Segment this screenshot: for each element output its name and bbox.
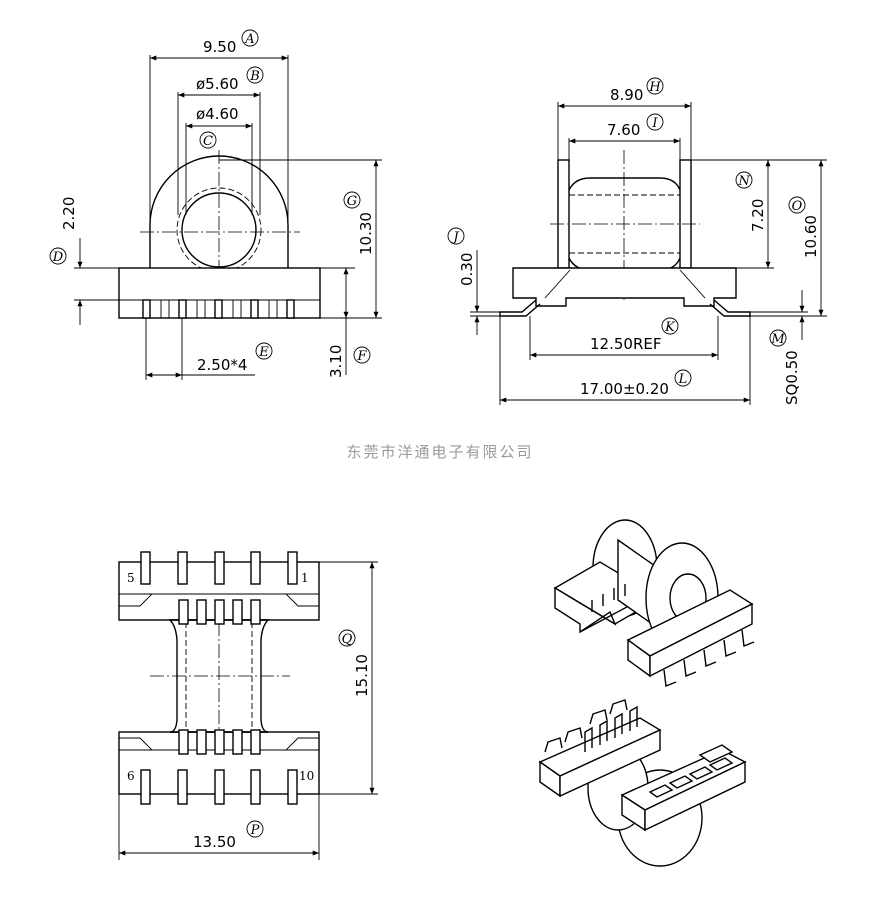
dim-g-value: 10.30 — [357, 212, 375, 255]
dim-l-value: 17.00±0.20 — [580, 380, 669, 398]
pin-label-6: 6 — [127, 769, 135, 783]
bottom-pins — [140, 551, 298, 805]
dim-l-label: L — [678, 372, 688, 387]
front-view: 9.50 A ø5.60 B ø4.60 C 2.20 D 2.50*4 E — [49, 29, 382, 380]
dim-f-value: 3.10 — [327, 345, 345, 378]
dim-q-label: Q — [342, 632, 353, 647]
dim-d-label: D — [52, 250, 64, 265]
dim-m-label: M — [770, 332, 785, 347]
dim-c-label: C — [203, 134, 213, 149]
front-pins — [142, 299, 295, 319]
bottom-view: 5 1 6 10 13.50 P 15.10 Q — [118, 551, 378, 860]
side-view: 8.90 H 7.60 I 0.30 J 12.50REF K 17.00±0.… — [447, 77, 827, 405]
dim-b-label: B — [249, 69, 260, 84]
dim-k-value: 12.50REF — [590, 335, 661, 353]
dim-e-value: 2.50*4 — [197, 356, 247, 374]
pin-label-10: 10 — [299, 769, 314, 783]
isometric-top-view — [553, 519, 755, 687]
dim-j-value: 0.30 — [458, 253, 476, 286]
dim-m-value: SQ0.50 — [783, 350, 801, 405]
dim-a-value: 9.50 — [203, 38, 236, 56]
dim-p-label: P — [250, 823, 260, 838]
dim-h-value: 8.90 — [610, 86, 643, 104]
company-name: 东莞市洋通电子有限公司 — [346, 443, 533, 461]
dim-o-value: 10.60 — [802, 215, 820, 258]
dim-g-label: G — [347, 194, 357, 209]
dim-q-value: 15.10 — [353, 654, 371, 697]
dim-c-value: ø4.60 — [196, 105, 239, 123]
dim-a-label: A — [244, 32, 254, 47]
isometric-bottom-view — [538, 699, 747, 867]
dim-h-label: H — [648, 80, 661, 95]
pin-label-5: 5 — [127, 571, 135, 585]
dim-e-label: E — [258, 345, 269, 360]
dim-j-label: J — [450, 230, 459, 245]
pin-label-1: 1 — [301, 571, 309, 585]
dim-f-label: F — [356, 349, 367, 364]
dim-n-label: N — [737, 174, 750, 189]
dim-d-value: 2.20 — [60, 197, 78, 230]
dim-o-label: O — [792, 199, 803, 214]
dim-i-value: 7.60 — [607, 121, 640, 139]
dim-i-label: I — [651, 116, 658, 131]
dim-k-label: K — [664, 320, 676, 335]
dim-n-value: 7.20 — [749, 199, 767, 232]
dim-b-value: ø5.60 — [196, 75, 239, 93]
dim-p-value: 13.50 — [193, 833, 236, 851]
